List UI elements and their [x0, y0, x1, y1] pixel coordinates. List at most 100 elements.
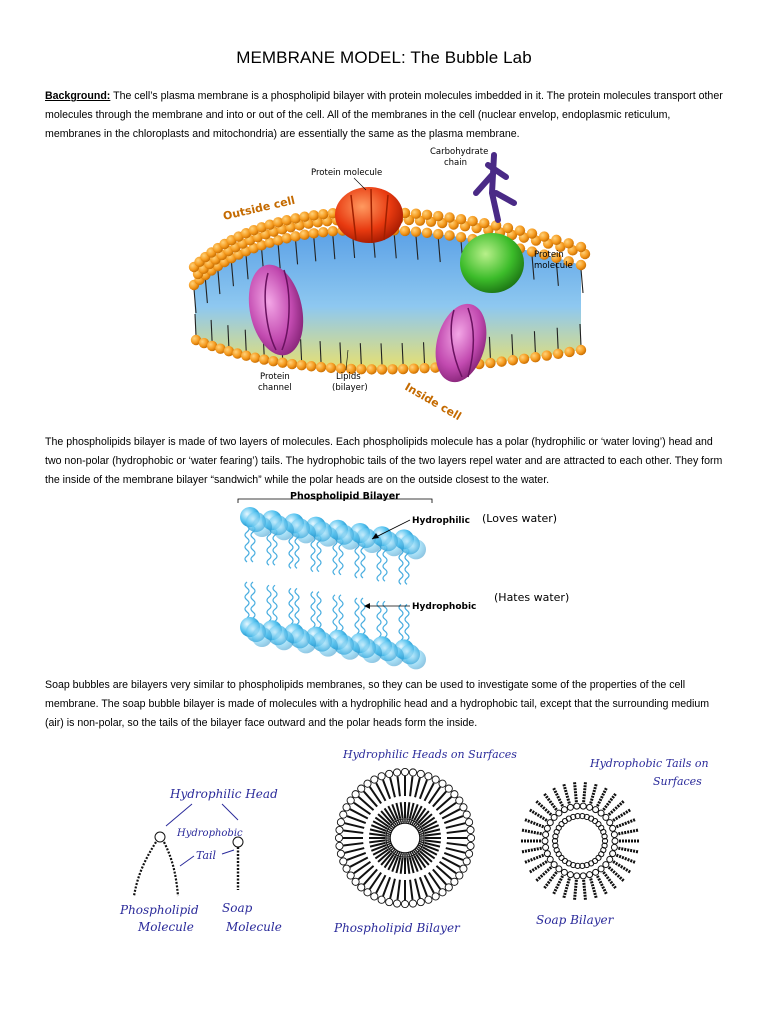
phospholipid-bilayer-sphere — [334, 767, 476, 909]
lipid-head — [455, 231, 467, 243]
lipid-head — [399, 225, 411, 237]
lipid-head — [272, 217, 284, 228]
lipids-label-2: (bilayer) — [332, 383, 368, 393]
lipid-head — [318, 226, 329, 238]
lipid-head — [290, 231, 301, 242]
lipid-head — [526, 228, 538, 239]
cell-membrane-figure: Outside cell Inside cell Protein molecul… — [188, 147, 591, 423]
lipid-head — [433, 210, 444, 222]
green-protein — [460, 233, 524, 293]
hydrophilic-head — [274, 520, 294, 541]
lipid-head — [551, 252, 562, 264]
lipid-head — [290, 213, 301, 224]
hydrophilic-head — [362, 533, 382, 553]
hydrophilic-head — [340, 639, 360, 660]
protein2-label-1: Protein — [534, 250, 564, 260]
lipid-head — [507, 355, 519, 366]
soap-bubble-paragraph: Soap bubbles are bilayers very similar t… — [45, 679, 710, 729]
lipid-head — [268, 355, 279, 367]
lipid-head — [518, 353, 530, 364]
protein-channel-right — [435, 303, 487, 383]
lipid-head — [538, 231, 550, 242]
lipid-head — [444, 230, 455, 241]
lipid-head — [256, 222, 267, 233]
hydrophobic-label-hand: Hydrophobic — [176, 828, 243, 839]
soap-bilayer-sphere — [520, 781, 640, 901]
lipid-head — [541, 350, 552, 361]
lipid-head — [526, 246, 538, 257]
lipid-head — [190, 334, 202, 346]
hydrophilic-head — [340, 529, 360, 550]
hydrophilic-head — [406, 649, 426, 670]
lipid-head — [308, 210, 320, 221]
soap-bilayer-figure: Hydrophilic Head Hydrophobic Tail Phosph… — [119, 748, 709, 935]
lipid-head — [315, 361, 327, 373]
lipid-head — [327, 226, 339, 237]
lipid-head — [281, 233, 292, 244]
hydrophilic-head — [362, 643, 382, 663]
lipid-head — [408, 363, 419, 374]
lipid-head — [419, 363, 430, 374]
background-lead: Background: — [45, 90, 111, 102]
soap-molecule-drawing — [232, 836, 244, 890]
lipid-head — [318, 208, 329, 220]
lipid-head — [272, 235, 284, 246]
carbohydrate-chain — [473, 152, 517, 223]
phospholipid-molecule-drawing — [132, 831, 180, 897]
lipid-head — [249, 352, 261, 363]
bilayer-title: Phospholipid Bilayer — [290, 491, 400, 502]
lipid-head — [575, 241, 587, 253]
protein2-label-2: molecule — [534, 261, 573, 271]
inside-cell-label: Inside cell — [403, 380, 464, 423]
lipid-head — [485, 357, 496, 369]
lipid-head — [387, 364, 398, 375]
hydrophilic-head-label: Hydrophilic Head — [169, 787, 278, 801]
lipid-head — [232, 348, 243, 359]
lipid-head — [335, 363, 347, 374]
lipid-head — [433, 228, 444, 240]
lipid-head — [421, 227, 433, 238]
heads-on-surfaces-label: Hydrophilic Heads on Surfaces — [342, 748, 517, 761]
lipid-head — [575, 344, 587, 356]
lipid-head — [496, 356, 507, 367]
background-text: The cell’s plasma membrane is a phosphol… — [45, 90, 723, 140]
hydrophilic-head — [252, 517, 272, 537]
lipid-head — [248, 224, 259, 236]
lipid-head — [215, 343, 226, 354]
lipid-head — [356, 364, 367, 375]
phospholipid-paragraph: The phospholipids bilayer is made of two… — [45, 436, 723, 486]
phospholipid-bilayer-label: Phospholipid Bilayer — [333, 921, 461, 935]
phospholipid-bilayer-figure: Phospholipid Bilayer Hydrophilic (Loves … — [237, 491, 569, 670]
hydrophobic-label: Hydrophobic — [412, 602, 476, 612]
lipid-head — [502, 222, 514, 234]
lipid-head — [223, 345, 235, 357]
lipid-head — [563, 238, 574, 249]
lipid-head — [410, 208, 422, 219]
lipid-head — [455, 213, 467, 225]
lipid-head — [345, 363, 357, 375]
lipid-head — [538, 249, 550, 260]
lipid-head — [241, 350, 252, 361]
channel-label-2: channel — [258, 383, 292, 393]
lipid-head — [258, 354, 270, 365]
hydrophilic-head — [384, 536, 404, 557]
lipids-label-1: Lipids — [336, 372, 361, 382]
hydrophilic-label: Hydrophilic — [412, 516, 470, 526]
lipid-head — [376, 364, 388, 375]
soap-molecule-label-2: Molecule — [225, 920, 282, 934]
lipid-head — [206, 340, 218, 352]
lipid-head — [264, 219, 275, 230]
lipid-head — [256, 240, 267, 251]
lipid-head — [281, 215, 292, 226]
lipid-head — [552, 348, 564, 359]
soap-bilayer-label: Soap Bilayer — [536, 913, 615, 927]
lipid-head — [299, 211, 310, 222]
tails-on-surfaces-label-1: Hydrophobic Tails on — [589, 757, 709, 770]
protein-molecule — [335, 187, 403, 244]
hydrophilic-head — [384, 646, 404, 667]
carbohydrate-label-1: Carbohydrate — [430, 147, 488, 157]
lipid-head — [467, 215, 478, 227]
lipid-head — [325, 362, 337, 374]
background-paragraph: Background: The cell’s plasma membrane i… — [45, 87, 725, 144]
lipid-head — [551, 234, 562, 246]
